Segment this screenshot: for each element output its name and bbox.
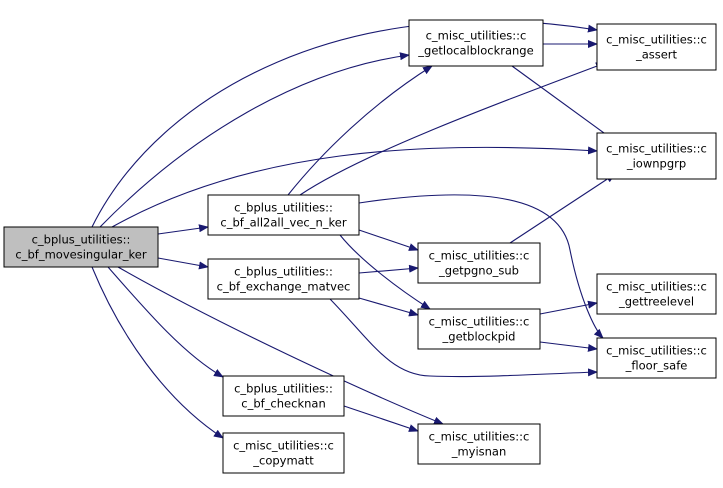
edge-line	[358, 194, 604, 339]
edge-root-to-all2all	[157, 224, 209, 235]
edge-getpgno_sub-to-iownpgrp	[509, 173, 616, 244]
node-box[interactable]	[596, 337, 717, 379]
edge-root-to-myisnan	[117, 266, 444, 425]
node-checknan[interactable]: c_bplus_utilities::c_bf_checknan	[222, 375, 345, 417]
node-label-line: _assert	[635, 48, 678, 62]
edge-line	[107, 266, 224, 378]
edge-line	[111, 146, 598, 228]
edge-all2all-to-floor_safe	[358, 194, 604, 339]
node-exchange[interactable]: c_bplus_utilities::c_bf_exchange_matvec	[207, 258, 360, 300]
edge-root-to-copymatt	[91, 266, 224, 439]
node-label-line: c_bf_movesingular_ker	[15, 248, 146, 262]
node-copymatt[interactable]: c_misc_utilities::c_copymatt	[222, 432, 345, 474]
node-label-line: c_bf_checknan	[241, 397, 325, 411]
edge-line	[339, 234, 431, 310]
node-label-line: c_misc_utilities::c	[606, 344, 707, 358]
edge-line	[157, 257, 209, 270]
node-label-line: _getlocalblockrange	[417, 44, 533, 58]
node-getlocalblockrange[interactable]: c_misc_utilities::c_getlocalblockrange	[408, 19, 544, 67]
edge-all2all-to-assert	[299, 62, 606, 196]
node-box[interactable]	[417, 242, 541, 284]
node-label-line: c_misc_utilities::c	[233, 439, 334, 453]
edge-line	[117, 266, 444, 425]
node-label-line: c_misc_utilities::c	[429, 249, 530, 263]
node-box[interactable]	[596, 273, 717, 315]
node-label-line: _getpgno_sub	[438, 264, 519, 278]
node-label-line: _gettreelevel	[618, 295, 694, 309]
edge-line	[511, 65, 616, 142]
node-box[interactable]	[408, 19, 544, 67]
node-box[interactable]	[417, 423, 541, 465]
edge-line	[509, 173, 616, 244]
edge-exchange-to-getblockpid	[358, 297, 419, 317]
edge-exchange-to-getpgno_sub	[358, 264, 419, 274]
node-getpgno-sub[interactable]: c_misc_utilities::c_getpgno_sub	[417, 242, 541, 284]
node-myisnan[interactable]: c_misc_utilities::c_myisnan	[417, 423, 541, 465]
node-label-line: c_bplus_utilities::	[234, 382, 333, 396]
edge-getlocalblockrange-to-iownpgrp	[511, 65, 616, 142]
edge-root-to-iownpgrp	[111, 146, 598, 228]
edges-layer	[91, 20, 616, 439]
node-getblockpid[interactable]: c_misc_utilities::c_getblockpid	[417, 308, 541, 350]
node-assert[interactable]: c_misc_utilities::c_assert	[596, 23, 717, 71]
node-label-line: c_misc_utilities::c	[429, 315, 530, 329]
edge-all2all-to-getlocalblockrange	[287, 65, 433, 196]
edge-getblockpid-to-gettreelevel	[539, 300, 598, 315]
node-label-line: c_misc_utilities::c	[426, 29, 527, 43]
node-label-line: c_misc_utilities::c	[606, 280, 707, 294]
node-label-line: c_bf_exchange_matvec	[217, 280, 351, 294]
edge-line	[539, 341, 598, 352]
node-box[interactable]	[417, 308, 541, 350]
edge-line	[299, 62, 606, 196]
node-root[interactable]: c_bplus_utilities::c_bf_movesingular_ker	[3, 226, 159, 268]
node-box[interactable]	[596, 132, 717, 180]
node-label-line: c_bplus_utilities::	[32, 233, 131, 247]
node-all2all[interactable]: c_bplus_utilities::c_bf_all2all_vec_n_ke…	[207, 194, 360, 236]
node-floor-safe[interactable]: c_misc_utilities::c_floor_safe	[596, 337, 717, 379]
node-box[interactable]	[596, 23, 717, 71]
edge-line	[358, 297, 419, 317]
node-label-line: _copymatt	[252, 454, 314, 468]
edge-checknan-to-myisnan	[343, 405, 419, 432]
edge-line	[539, 300, 598, 315]
node-label-line: _getblockpid	[442, 330, 516, 344]
node-label-line: _iownpgrp	[626, 157, 686, 171]
node-label-line: c_misc_utilities::c	[429, 430, 530, 444]
node-label-line: c_misc_utilities::c	[606, 33, 707, 47]
node-label-line: c_bplus_utilities::	[234, 201, 333, 215]
node-iownpgrp[interactable]: c_misc_utilities::c_iownpgrp	[596, 132, 717, 180]
node-label-line: _floor_safe	[625, 359, 688, 373]
node-label-line: c_bf_all2all_vec_n_ker	[220, 216, 346, 230]
edge-line	[358, 264, 419, 274]
edge-line	[99, 52, 410, 228]
nodes-layer: c_bplus_utilities::c_bf_movesingular_ker…	[3, 19, 717, 474]
edge-line	[329, 298, 598, 378]
node-box[interactable]	[222, 375, 345, 417]
node-box[interactable]	[3, 226, 159, 268]
node-label-line: c_misc_utilities::c	[606, 142, 707, 156]
edge-line	[91, 266, 224, 439]
edge-all2all-to-getblockpid	[339, 234, 431, 310]
edge-all2all-to-getpgno_sub	[358, 229, 419, 251]
edge-root-to-exchange	[157, 257, 209, 270]
node-box[interactable]	[207, 258, 360, 300]
node-box[interactable]	[222, 432, 345, 474]
edge-line	[343, 405, 419, 432]
edge-root-to-getlocalblockrange	[99, 52, 410, 228]
edge-line	[287, 65, 433, 196]
node-box[interactable]	[207, 194, 360, 236]
node-label-line: _myisnan	[451, 445, 507, 459]
edge-getblockpid-to-floor_safe	[539, 341, 598, 352]
edge-exchange-to-floor_safe	[329, 298, 598, 378]
node-gettreelevel[interactable]: c_misc_utilities::c_gettreelevel	[596, 273, 717, 315]
edge-line	[358, 229, 419, 251]
edge-line	[157, 224, 209, 235]
node-label-line: c_bplus_utilities::	[234, 265, 333, 279]
edge-root-to-checknan	[107, 266, 224, 378]
